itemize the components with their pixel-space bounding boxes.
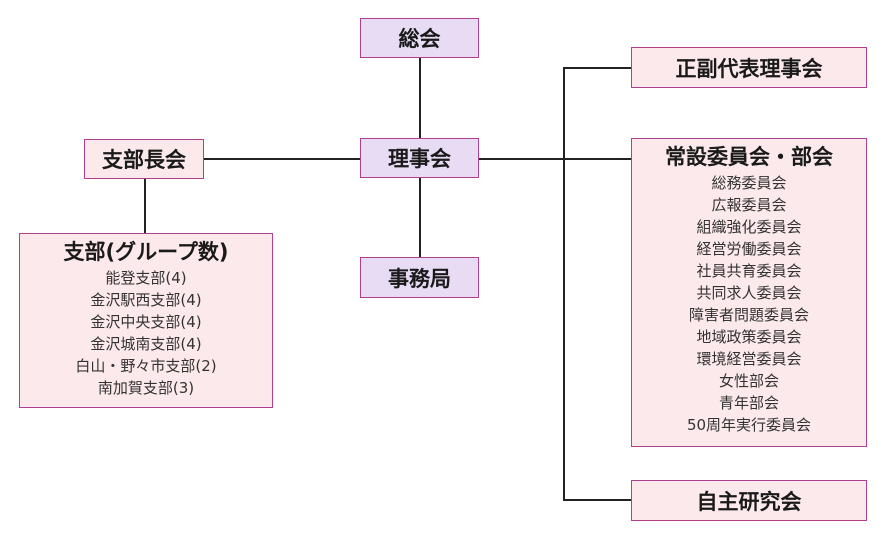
committee-item: 環境経営委員会 bbox=[696, 350, 802, 368]
committee-item: 社員共育委員会 bbox=[696, 262, 802, 280]
branch-item: 金沢城南支部(4) bbox=[90, 335, 202, 353]
branch-item: 金沢駅西支部(4) bbox=[90, 291, 202, 309]
branch-item: 白山・野々市支部(2) bbox=[75, 357, 217, 375]
branch-item: 南加賀支部(3) bbox=[97, 379, 195, 397]
node-jimukyoku: 事務局 bbox=[360, 257, 479, 298]
committees-title: 常設委員会・部会 bbox=[665, 145, 833, 169]
committee-item: 障害者問題委員会 bbox=[688, 306, 809, 324]
node-seifuku: 正副代表理事会 bbox=[631, 47, 867, 88]
committee-item: 総務委員会 bbox=[711, 174, 787, 192]
branch-item: 金沢中央支部(4) bbox=[90, 313, 202, 331]
node-branches: 支部(グループ数) 能登支部(4) 金沢駅西支部(4) 金沢中央支部(4) 金沢… bbox=[19, 233, 273, 408]
connector-rijikai-jimukyoku bbox=[419, 177, 421, 258]
node-jishu: 自主研究会 bbox=[631, 480, 867, 521]
connector-trunk-seifuku bbox=[563, 67, 631, 69]
committee-item: 組織強化委員会 bbox=[696, 218, 802, 236]
committee-item: 地域政策委員会 bbox=[696, 328, 802, 346]
committee-item: 50周年実行委員会 bbox=[686, 416, 812, 434]
committee-item: 共同求人委員会 bbox=[696, 284, 802, 302]
node-rijikai: 理事会 bbox=[360, 138, 479, 178]
node-shibuchokai: 支部長会 bbox=[84, 139, 204, 179]
committee-item: 女性部会 bbox=[718, 372, 779, 390]
connector-rijikai-committees bbox=[478, 158, 631, 160]
connector-trunk-jishu bbox=[563, 499, 631, 501]
branch-item: 能登支部(4) bbox=[105, 269, 187, 287]
committee-item: 経営労働委員会 bbox=[696, 240, 802, 258]
committee-item: 青年部会 bbox=[718, 394, 779, 412]
node-soukai: 総会 bbox=[360, 18, 479, 58]
connector-shibuchokai-branches bbox=[144, 178, 146, 234]
connector-right-trunk bbox=[563, 67, 565, 500]
connector-shibuchokai-rijikai bbox=[203, 158, 361, 160]
node-committees: 常設委員会・部会 総務委員会 広報委員会 組織強化委員会 経営労働委員会 社員共… bbox=[631, 138, 867, 447]
connector-soukai-rijikai bbox=[419, 57, 421, 139]
branches-title: 支部(グループ数) bbox=[63, 240, 229, 264]
committee-item: 広報委員会 bbox=[711, 196, 787, 214]
